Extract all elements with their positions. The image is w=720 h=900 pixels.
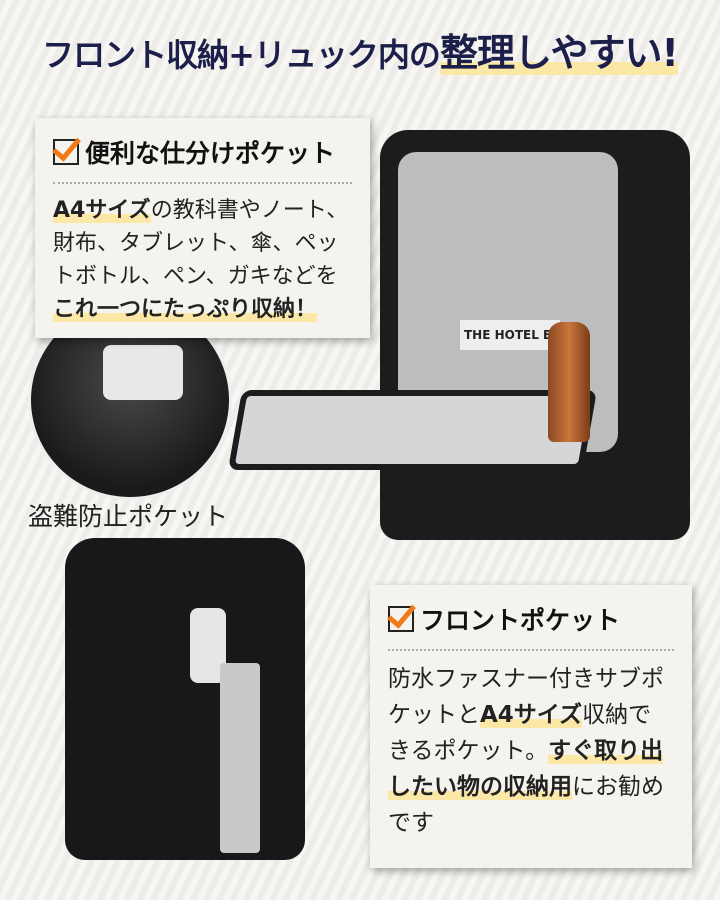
book-label: THE HOTEL E	[460, 320, 560, 350]
checkbox-icon	[388, 606, 414, 632]
closed-backpack-image	[65, 538, 305, 860]
phone-image	[103, 345, 183, 400]
feature-organizer-body: A4サイズの教科書やノート、財布、タブレット、傘、ペットボトル、ペン、ガキなどを…	[53, 194, 352, 326]
checkbox-icon	[53, 139, 79, 165]
headline-text: フロント収納+リュック内の	[42, 36, 441, 74]
laptop-image	[220, 663, 260, 853]
body-text: 防水ファスナー付きサブポケットと	[388, 666, 664, 728]
anti-theft-caption: 盗難防止ポケット	[28, 502, 229, 531]
open-backpack-image	[380, 130, 690, 540]
highlight: A4サイズ	[53, 198, 151, 223]
feature-front-body: 防水ファスナー付きサブポケットとA4サイズ収納できるポケット。すぐ取り出したい物…	[388, 661, 674, 841]
body-text: にお勧めです	[388, 774, 664, 836]
feature-front-title: フロントポケット	[420, 606, 621, 635]
body-text: 収納できるポケット。	[388, 702, 652, 764]
headline-emphasis: 整理しやすい!	[439, 31, 679, 75]
highlight: A4サイズ	[480, 702, 583, 728]
headline: フロント収納+リュック内の整理しやすい!	[0, 22, 720, 77]
feature-organizer-heading: 便利な仕分けポケット	[53, 134, 352, 170]
divider	[388, 649, 674, 651]
feature-front-heading: フロントポケット	[388, 601, 674, 637]
feature-organizer-title: 便利な仕分けポケット	[85, 139, 336, 168]
feature-organizer-card: 便利な仕分けポケット A4サイズの教科書やノート、財布、タブレット、傘、ペットボ…	[35, 118, 370, 338]
backpack-lid	[227, 390, 598, 470]
divider	[53, 182, 352, 184]
body-text: の教科書やノート、財布、タブレット、傘、ペットボトル、ペン、ガキなどを	[53, 198, 349, 289]
highlight: これ一つにたっぷり収納！	[53, 297, 318, 322]
bottle-image	[548, 322, 590, 442]
feature-front-card: フロントポケット 防水ファスナー付きサブポケットとA4サイズ収納できるポケット。…	[370, 585, 692, 868]
